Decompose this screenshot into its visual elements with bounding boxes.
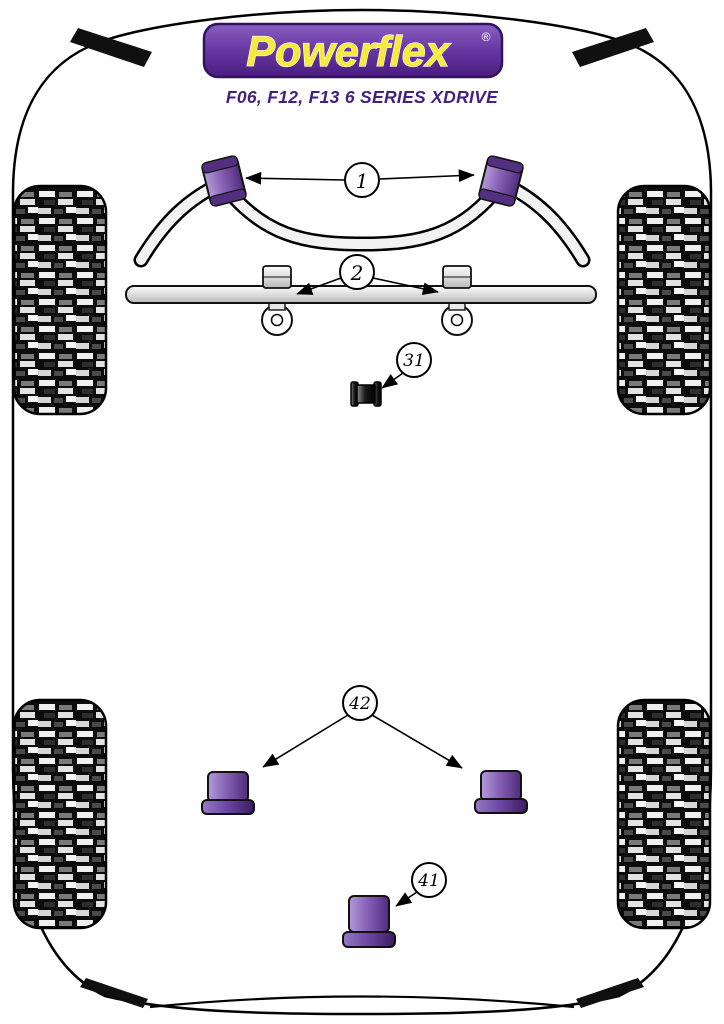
control-arm-top-bush-right (442, 265, 472, 289)
control-arm-bushing-left (261, 299, 293, 336)
bushing-41 (342, 895, 396, 948)
callout-42: 42 (342, 685, 378, 721)
control-arm-bushing-right (441, 299, 473, 336)
brand-text: Powerflex (246, 28, 451, 76)
model-subtitle: F06, F12, F13 6 SERIES XDRIVE (226, 87, 499, 107)
front-control-arm (125, 265, 597, 336)
rear-inner-line (149, 995, 575, 1009)
bottom-right-vent (576, 978, 644, 1008)
callout-42-arrow-right (371, 714, 463, 769)
tire-rear-right (616, 698, 712, 930)
front-anti-roll-bar (133, 155, 591, 268)
callout-31: 31 (396, 342, 432, 378)
bushing-31 (350, 381, 382, 407)
callout-2-arrow-left (296, 277, 342, 295)
rear-bushing-42-right (474, 770, 528, 814)
callout-2-arrow-right (372, 277, 439, 296)
callout-2: 2 (339, 254, 375, 290)
callout-1: 1 (344, 162, 380, 198)
control-arm-top-bush-left (262, 265, 292, 289)
arb-bushing-left (201, 155, 247, 207)
callout-31-arrow (381, 372, 404, 389)
callout-42-arrow-left (262, 714, 349, 768)
arb-bushing-right (478, 155, 524, 207)
bottom-left-vent (80, 978, 148, 1008)
rear-bushing-42-left (201, 771, 255, 815)
tire-front-left (12, 184, 108, 416)
callout-1-label: 1 (356, 169, 369, 193)
top-left-vent (70, 28, 152, 67)
callout-42-label: 42 (348, 694, 371, 714)
top-right-vent (572, 28, 654, 67)
tire-front-right (616, 184, 712, 416)
callout-41-label: 41 (417, 871, 440, 891)
powerflex-logo: Powerflex ® (202, 22, 504, 79)
callout-2-label: 2 (350, 261, 364, 285)
callout-41-arrow (395, 891, 418, 907)
callout-1-arrow-left (245, 171, 345, 185)
callout-31-label: 31 (403, 351, 425, 371)
callout-41: 41 (411, 862, 447, 898)
logo-background (202, 22, 504, 79)
tire-rear-left (12, 698, 108, 930)
registered-mark: ® (482, 30, 491, 44)
callout-1-arrow-right (379, 169, 475, 183)
car-body-outline (11, 8, 713, 1016)
